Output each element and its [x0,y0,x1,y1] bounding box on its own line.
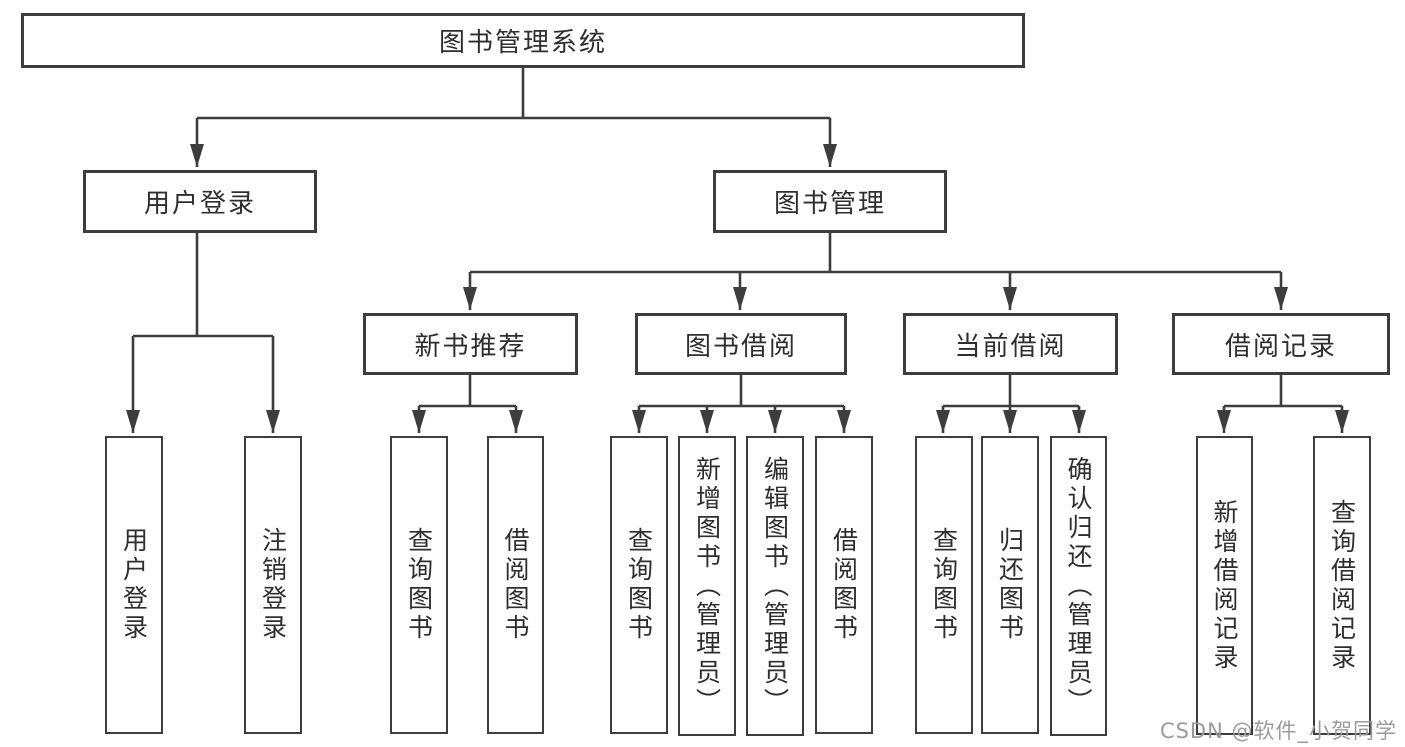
node-label: 当前借阅 [954,331,1067,362]
node-label: 图书管理 [773,189,886,219]
leaf-query-borrow-record: 查询借阅记录 [1313,436,1371,735]
leaf-return-books: 归还图书 [981,436,1039,734]
node-new-book-recommendation: 新书推荐 [363,313,578,375]
watermark-text: CSDN @软件_小贺同学 [1159,719,1397,743]
node-book-borrowing: 图书借阅 [635,313,847,375]
node-label: 编辑图书（管理员） [760,455,790,717]
node-label: 确认归还（管理员） [1064,455,1093,717]
leaf-query-books-3: 查询图书 [915,436,973,734]
node-label: 新增图书（管理员） [692,455,722,717]
node-book-management: 图书管理 [713,170,947,233]
leaf-logout: 注销登录 [244,436,302,734]
node-current-borrowing: 当前借阅 [903,313,1118,375]
leaf-query-books-2: 查询图书 [610,436,668,734]
leaf-borrow-books: 借阅图书 [487,436,544,734]
leaf-confirm-return-admin: 确认归还（管理员） [1050,436,1107,736]
node-borrowing-records: 借阅记录 [1172,313,1390,375]
leaf-user-login: 用户登录 [105,436,163,734]
node-label: 查询借阅记录 [1327,498,1357,673]
node-label: 新书推荐 [414,331,527,362]
node-label: 注销登录 [258,527,288,643]
leaf-borrow-books-2: 借阅图书 [815,436,873,734]
node-label: 查询图书 [624,527,654,643]
node-label: 借阅图书 [501,527,530,643]
node-label: 查询图书 [404,527,434,643]
node-label: 图书借阅 [684,331,797,362]
node-user-login: 用户登录 [83,170,317,233]
node-library-management-system: 图书管理系统 [21,13,1025,68]
node-label: 用户登录 [119,527,149,643]
node-label: 借阅图书 [829,527,859,643]
leaf-query-books: 查询图书 [390,436,448,734]
node-label: 新增借阅记录 [1210,498,1239,673]
leaf-edit-book-admin: 编辑图书（管理员） [746,436,804,736]
node-label: 用户登录 [143,189,256,219]
leaf-add-book-admin: 新增图书（管理员） [678,436,736,736]
node-label: 借阅记录 [1224,331,1337,362]
leaf-add-borrow-record: 新增借阅记录 [1196,436,1253,735]
node-label: 图书管理系统 [438,28,607,58]
node-label: 归还图书 [995,527,1025,643]
node-label: 查询图书 [929,527,959,643]
